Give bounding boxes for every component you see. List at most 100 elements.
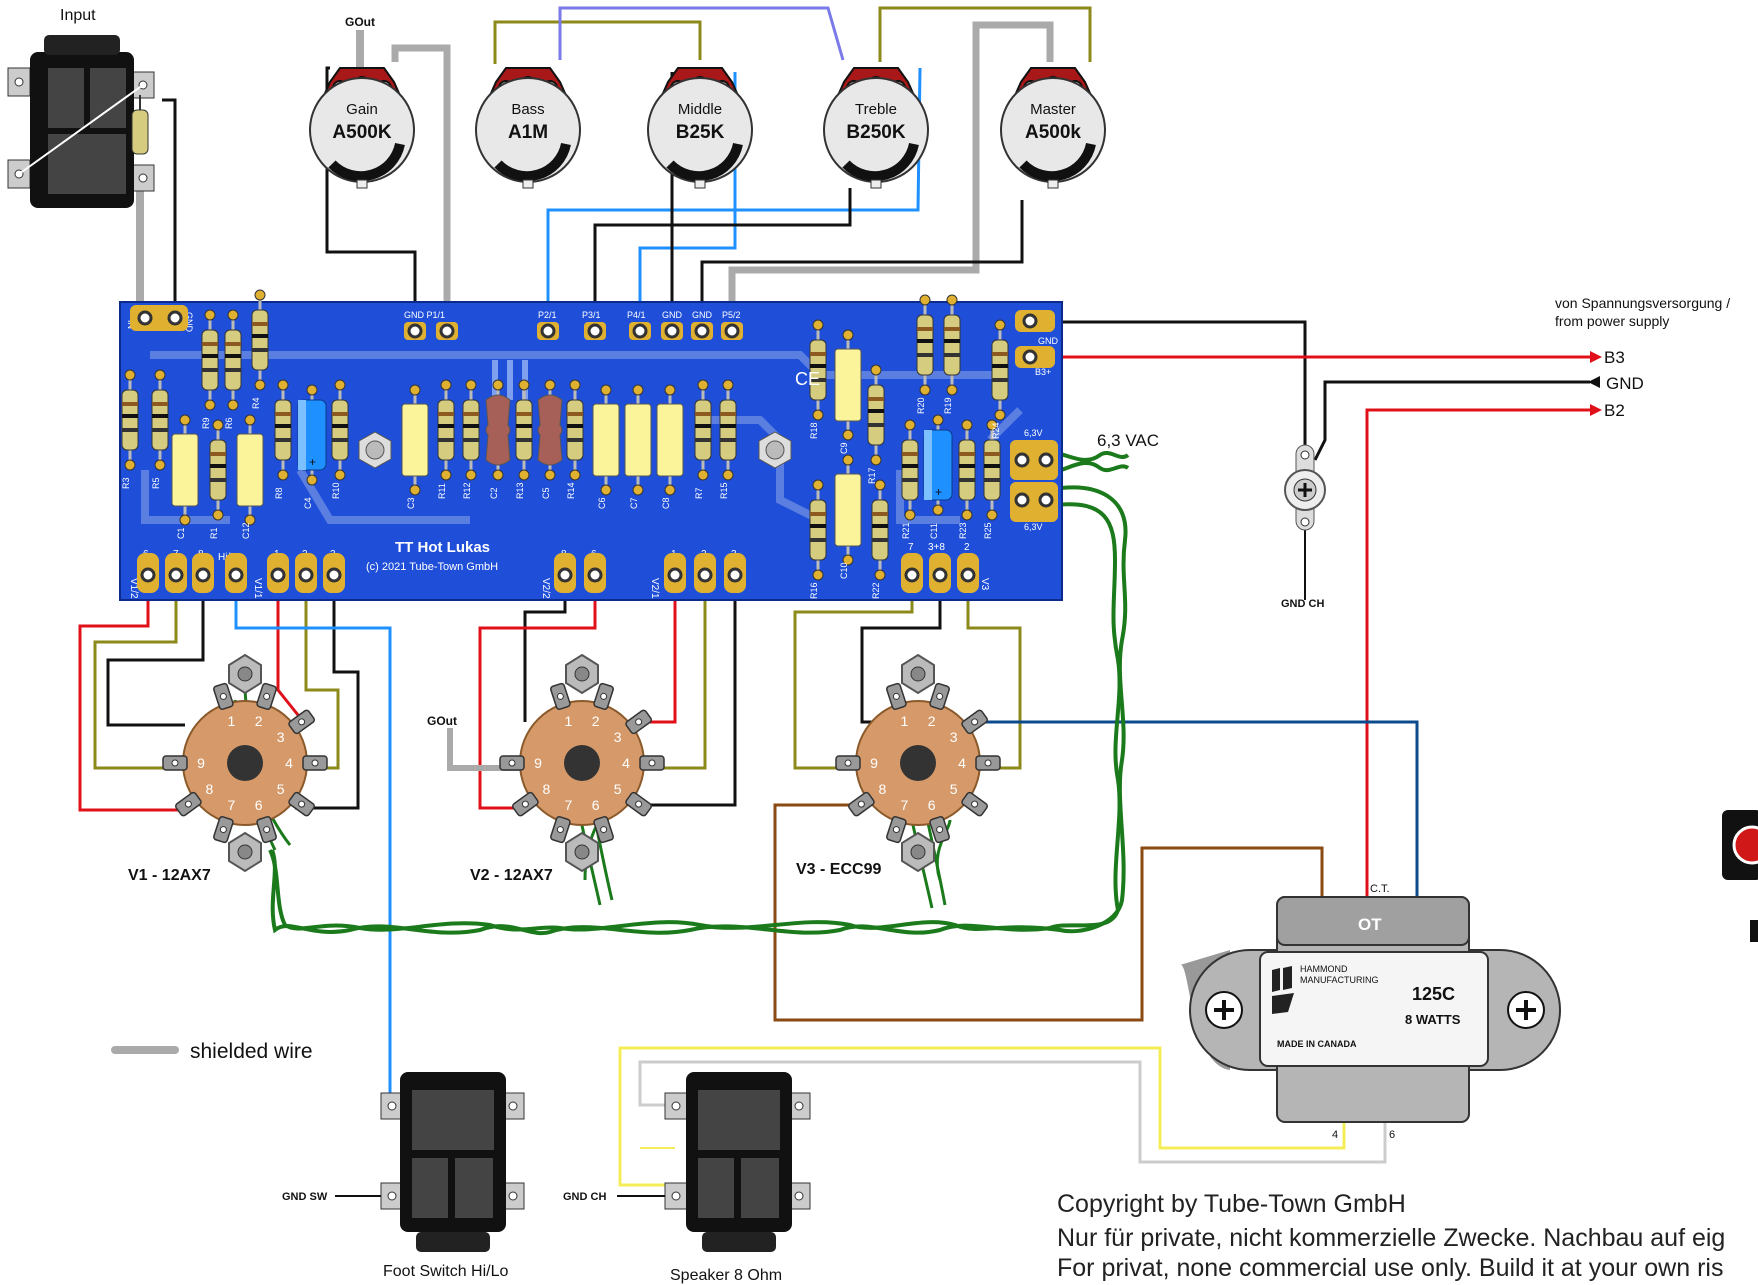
tube-v1-label: V1 - 12AX7 bbox=[128, 867, 211, 884]
pcb-v3: V3 bbox=[979, 578, 990, 591]
vac-label: 6,3 VAC bbox=[1097, 431, 1159, 450]
component-r17: R17 bbox=[867, 364, 885, 484]
pot-gain[interactable]: Gain A500K bbox=[310, 68, 414, 188]
output-transformer[interactable] bbox=[1180, 896, 1561, 1123]
pcb-pad-p41: P4/1 bbox=[627, 310, 646, 320]
component-label: R15 bbox=[719, 482, 729, 499]
socket-pin-number: 5 bbox=[614, 781, 622, 797]
gnd-label: GND bbox=[1606, 374, 1644, 393]
pcb-pad-gnd-b: GND bbox=[1038, 336, 1059, 346]
ot-label: OT bbox=[1358, 915, 1382, 934]
b3-label: B3 bbox=[1604, 348, 1625, 367]
pcb-pad-gnd2: GND bbox=[692, 310, 713, 320]
footer-note-de: Nur für private, nicht kommerzielle Zwec… bbox=[1057, 1224, 1726, 1252]
pot-treble[interactable]: Treble B250K bbox=[824, 68, 928, 188]
component-label: R14 bbox=[566, 482, 576, 499]
pcb-pad-b3plus: B3+ bbox=[1035, 367, 1051, 377]
speaker-jack[interactable] bbox=[664, 1072, 811, 1252]
component-label: C2 bbox=[489, 487, 499, 499]
component-label: C11 bbox=[929, 523, 939, 539]
trim-pot[interactable] bbox=[358, 431, 392, 469]
component-label: R1 bbox=[209, 527, 219, 539]
pot-treble-name: Treble bbox=[855, 101, 897, 118]
component-label: R5 bbox=[151, 477, 161, 489]
socket-pin-number: 9 bbox=[870, 755, 878, 771]
socket-pin-number: 6 bbox=[255, 797, 263, 813]
gout-top-label: GOut bbox=[345, 15, 375, 29]
component-r5: R5 bbox=[151, 369, 169, 489]
component-label: R9 bbox=[201, 417, 211, 429]
component-label: C6 bbox=[597, 497, 607, 509]
pot-bass-value: A1M bbox=[508, 122, 548, 143]
component-label: R18 bbox=[809, 422, 819, 439]
component-r4: R4 bbox=[251, 289, 269, 409]
footswitch-jack[interactable] bbox=[380, 1072, 525, 1252]
pcb-v12: V1/2 bbox=[128, 578, 139, 599]
pcb-pad-gnd: GND bbox=[184, 312, 194, 333]
component-label: R8 bbox=[274, 487, 284, 499]
input-jack[interactable] bbox=[7, 35, 155, 208]
component-label: R7 bbox=[694, 487, 704, 499]
pot-bass-name: Bass bbox=[511, 101, 544, 118]
component-r22: R22 bbox=[871, 479, 889, 599]
component-r19: R19 bbox=[943, 294, 961, 414]
pcb-pad-p21: P2/1 bbox=[538, 310, 557, 320]
power-supply-de: von Spannungsversorgung / bbox=[1555, 295, 1730, 311]
ot-pin4: 4 bbox=[1332, 1129, 1338, 1141]
pot-bass[interactable]: Bass A1M bbox=[476, 68, 580, 188]
speaker-label: Speaker 8 Ohm bbox=[670, 1267, 782, 1284]
pcb-pad-p31: P3/1 bbox=[582, 310, 601, 320]
component-r23: R23 bbox=[958, 419, 976, 539]
socket-pin-number: 1 bbox=[228, 713, 236, 729]
component-r13: R13 bbox=[515, 379, 533, 499]
gnd-ch-right-label: GND CH bbox=[1281, 598, 1324, 610]
power-supply-en: from power supply bbox=[1555, 313, 1669, 329]
ot-ct-label: C.T. bbox=[1370, 883, 1390, 895]
socket-pin-number: 3 bbox=[950, 729, 958, 745]
ground-lug[interactable] bbox=[1284, 444, 1326, 531]
component-label: R23 bbox=[958, 522, 968, 539]
component-label: C10 bbox=[839, 562, 849, 579]
pcb-63v-b: 6,3V bbox=[1024, 522, 1043, 532]
gnd-ch-bottom-label: GND CH bbox=[563, 1191, 606, 1203]
socket-pin-number: 8 bbox=[206, 781, 214, 797]
socket-pin-number: 4 bbox=[285, 755, 293, 771]
pot-middle[interactable]: Middle B25K bbox=[648, 68, 752, 188]
component-label: C4 bbox=[303, 497, 313, 509]
pcb-title: TT Hot Lukas bbox=[395, 539, 490, 556]
pcb-v3-pin7: 7 bbox=[908, 542, 914, 553]
component-r7: R7 bbox=[694, 379, 712, 499]
component-c3: C3 bbox=[401, 384, 429, 509]
svg-text:+: + bbox=[935, 485, 942, 499]
footer-copyright: Copyright by Tube-Town GmbH bbox=[1057, 1190, 1406, 1218]
pcb-v11: V1/1 bbox=[252, 578, 263, 599]
pot-master[interactable]: Master A500k bbox=[1001, 68, 1105, 188]
pcb-v3-pin2: 2 bbox=[964, 542, 970, 553]
socket-pin-number: 3 bbox=[277, 729, 285, 745]
component-r1: R1 bbox=[209, 419, 227, 539]
socket-pin-number: 7 bbox=[565, 797, 573, 813]
component-r6: R6 bbox=[224, 309, 242, 429]
component-label: R13 bbox=[515, 482, 525, 499]
component-label: C8 bbox=[661, 497, 671, 509]
component-label: R19 bbox=[943, 397, 953, 414]
tube-v3-label: V3 - ECC99 bbox=[796, 861, 881, 878]
component-r20: R20 bbox=[916, 294, 934, 414]
trim-pot[interactable] bbox=[758, 431, 792, 469]
pcb-copyright: (c) 2021 Tube-Town GmbH bbox=[366, 561, 498, 573]
socket-pin-number: 5 bbox=[277, 781, 285, 797]
socket-pin-number: 8 bbox=[879, 781, 887, 797]
gnd-sw-label: GND SW bbox=[282, 1191, 328, 1203]
socket-pin-number: 8 bbox=[543, 781, 551, 797]
socket-pin-number: 9 bbox=[197, 755, 205, 771]
component-r14: R14 bbox=[566, 379, 584, 499]
component-r9: R9 bbox=[201, 309, 219, 429]
footswitch-label: Foot Switch Hi/Lo bbox=[383, 1263, 508, 1280]
ot-model: 125C bbox=[1412, 984, 1455, 1004]
component-c10: C10 bbox=[834, 454, 862, 579]
